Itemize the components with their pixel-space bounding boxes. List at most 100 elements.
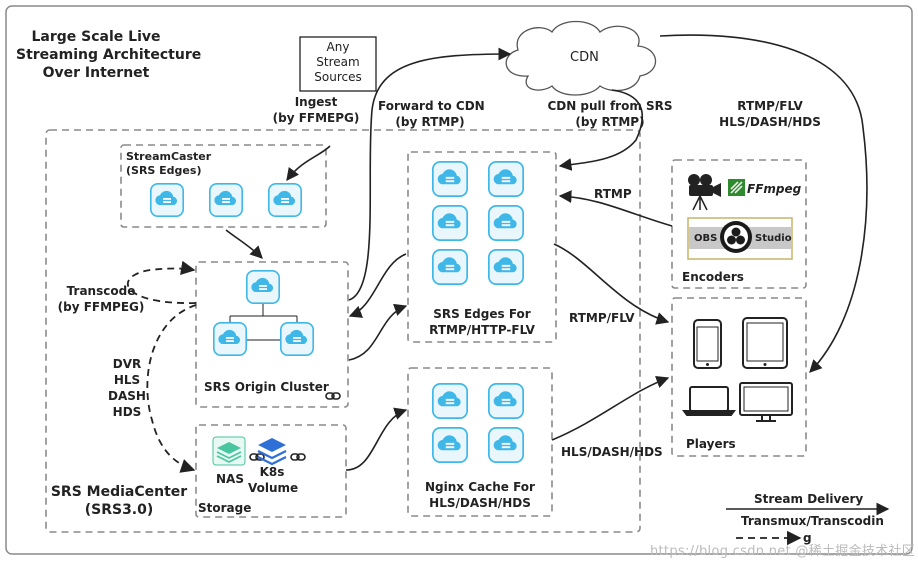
- edge-node: [488, 205, 524, 241]
- k8s-line: K8s: [259, 465, 285, 479]
- ingest-line: (by FFMEPG): [272, 111, 360, 125]
- nginx-node: [488, 427, 524, 463]
- laptop-icon: [682, 386, 736, 416]
- cdn-delivery-line: RTMP/FLV: [737, 99, 803, 113]
- mediacenter-label: SRS MediaCenter (SRS3.0): [46, 483, 192, 519]
- k8s-volume-icon: [257, 438, 287, 466]
- edges-to-origin-arrow: [348, 253, 407, 318]
- mediacenter-box: [45, 129, 641, 533]
- obs-studio-label: Studio: [755, 233, 792, 244]
- cdn-cloud: [505, 20, 657, 96]
- storage-box: [195, 424, 347, 518]
- cdn-delivery-line: HLS/DASH/HDS: [719, 115, 821, 129]
- rtmp-flv-label: RTMP/FLV: [569, 311, 635, 325]
- nginx-line: Nginx Cache For: [425, 480, 535, 494]
- sources-line: Sources: [314, 70, 362, 84]
- mediacenter-line: SRS MediaCenter: [50, 484, 188, 500]
- cdn-to-players-arrow: [659, 34, 868, 373]
- nginx-to-players-arrow: [551, 375, 670, 441]
- obs-label: OBS: [694, 233, 718, 244]
- nginx-nodes: [432, 383, 524, 463]
- streamcaster-label: StreamCaster (SRS Edges): [126, 150, 211, 178]
- nas-icon: [212, 436, 246, 466]
- edges-line: SRS Edges For: [433, 307, 531, 321]
- streamcaster-line: (SRS Edges): [126, 164, 202, 177]
- cdn-label: CDN: [570, 50, 599, 65]
- nginx-node: [432, 383, 468, 419]
- origin-node: [246, 270, 280, 304]
- ingest-line: Ingest: [294, 95, 338, 109]
- streamcaster-box: [120, 144, 327, 228]
- edges-label: SRS Edges For RTMP/HTTP-FLV: [408, 306, 556, 338]
- nas-label: NAS: [216, 472, 244, 486]
- k8s-label: K8s Volume: [248, 464, 299, 496]
- nginx-node: [432, 427, 468, 463]
- forward-line: (by RTMP): [395, 115, 465, 129]
- edge-node: [432, 249, 468, 285]
- transcode-line: Transcode: [66, 284, 136, 298]
- rtmp-label: RTMP: [594, 187, 632, 201]
- diagram-title: Large Scale Live Streaming Architecture …: [16, 28, 202, 82]
- cdn-pull-line: CDN pull from SRS: [547, 99, 673, 113]
- encoder-to-edges-arrow: [558, 190, 673, 227]
- edge-nodes: [432, 161, 524, 285]
- link-icons: [249, 392, 341, 461]
- monitor-icon: [739, 382, 793, 422]
- storage-to-nginx-arrow: [345, 407, 408, 471]
- nginx-line: HLS/DASH/HDS: [429, 496, 531, 510]
- obs-logo-icon: [687, 217, 793, 260]
- flow-arrows: [225, 34, 890, 516]
- k8s-link-icon: [290, 453, 306, 461]
- ingest-label: Ingest (by FFMEPG): [268, 94, 364, 126]
- dashed-containers: [45, 129, 807, 533]
- ffmpeg-label: FFmpeg: [747, 182, 802, 196]
- origin-to-edges-arrow: [348, 303, 408, 361]
- nginx-label: Nginx Cache For HLS/DASH/HDS: [408, 479, 552, 511]
- encoders-box: [671, 159, 807, 289]
- mediacenter-line: (SRS3.0): [84, 502, 154, 518]
- legend-transmux-suffix: g: [803, 531, 812, 545]
- cdn-delivery-label: RTMP/FLV HLS/DASH/HDS: [714, 98, 826, 130]
- legend-transmux-label: Transmux/Transcodin: [741, 514, 884, 528]
- stream-sources-label: Any Stream Sources: [300, 40, 376, 85]
- sources-line: Any: [326, 40, 350, 54]
- edge-node: [432, 161, 468, 197]
- tablet-icon: [742, 317, 788, 369]
- origin-link-icon: [325, 392, 341, 400]
- cdn-pull-label: CDN pull from SRS (by RTMP): [546, 98, 674, 130]
- nginx-node: [488, 383, 524, 419]
- players-label: Players: [686, 437, 736, 451]
- title-line: Streaming Architecture: [16, 47, 202, 63]
- hls-dash-hds-label: HLS/DASH/HDS: [561, 445, 663, 459]
- dvr-label: DVR HLS DASH HDS: [104, 356, 150, 420]
- k8s-line: Volume: [248, 481, 299, 495]
- streamcaster-to-origin-arrow: [225, 229, 263, 259]
- dvr-line: HLS: [113, 373, 141, 387]
- player-devices: [682, 317, 793, 422]
- edge-node: [432, 205, 468, 241]
- camera-icon: [688, 174, 721, 211]
- origin-node: [280, 322, 314, 356]
- phone-icon: [693, 319, 722, 369]
- encoders-label: Encoders: [682, 270, 744, 284]
- sources-line: Stream: [316, 55, 360, 69]
- streamcaster-line: StreamCaster: [126, 150, 212, 163]
- players-box: [671, 297, 807, 457]
- edge-node: [488, 161, 524, 197]
- storage-label: Storage: [198, 501, 252, 515]
- streamcaster-node: [209, 183, 243, 217]
- origin-box: [195, 261, 349, 408]
- edge-node: [488, 249, 524, 285]
- dvr-arrow: [146, 304, 197, 473]
- forward-to-cdn-arrow: [348, 47, 512, 301]
- streamcaster-node: [150, 183, 184, 217]
- cdn-pull-line: (by RTMP): [575, 115, 645, 129]
- title-line: Large Scale Live: [31, 29, 161, 45]
- ingest-arrow: [286, 145, 331, 182]
- origin-label: SRS Origin Cluster: [204, 380, 329, 394]
- cdn-pull-arrow: [558, 89, 644, 171]
- legend-delivery-label: Stream Delivery: [754, 492, 864, 506]
- origin-node: [213, 322, 247, 356]
- dvr-line: DASH: [108, 389, 146, 403]
